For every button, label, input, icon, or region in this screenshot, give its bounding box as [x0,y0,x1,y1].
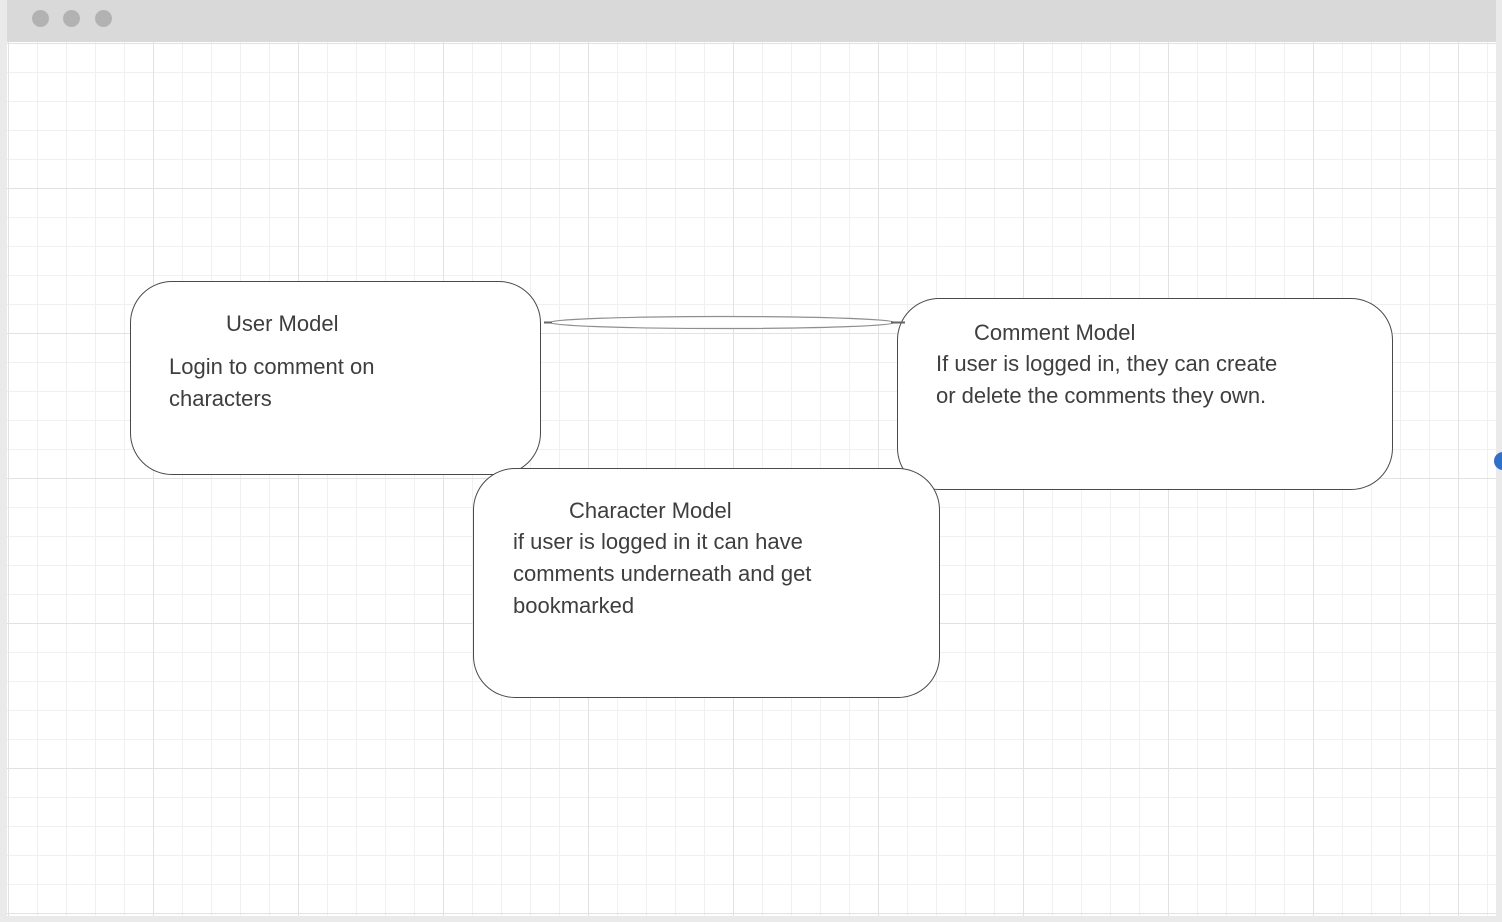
node-body-line: comments underneath and get [513,561,812,586]
close-window-icon[interactable] [32,10,49,27]
node-character-model[interactable]: Character Model if user is logged in it … [473,468,940,698]
node-body-line: or delete the comments they own. [936,383,1267,408]
node-body-line: if user is logged in it can have [513,529,803,554]
flat-ellipse-shape[interactable] [549,315,896,330]
flat-ellipse-connector[interactable] [532,310,912,335]
node-title: Comment Model [974,320,1136,345]
node-body-line: Login to comment on [169,354,375,379]
node-body-line: characters [169,386,272,411]
node-body: if user is logged in it can have comment… [513,526,811,622]
diagram-canvas[interactable]: User Model Login to comment on character… [7,42,1496,916]
node-body-line: If user is logged in, they can create [936,351,1278,376]
node-title: User Model [226,311,339,336]
node-user-model[interactable]: User Model Login to comment on character… [130,281,541,475]
node-body-line: bookmarked [513,593,635,618]
collaborator-marker-dot [1494,452,1502,470]
node-body: Login to comment on characters [169,351,374,415]
titlebar [7,0,1496,42]
minimize-window-icon[interactable] [63,10,80,27]
node-body: If user is logged in, they can create or… [936,348,1277,412]
zoom-window-icon[interactable] [95,10,112,27]
node-title: Character Model [569,498,732,523]
node-comment-model[interactable]: Comment Model If user is logged in, they… [897,298,1393,490]
